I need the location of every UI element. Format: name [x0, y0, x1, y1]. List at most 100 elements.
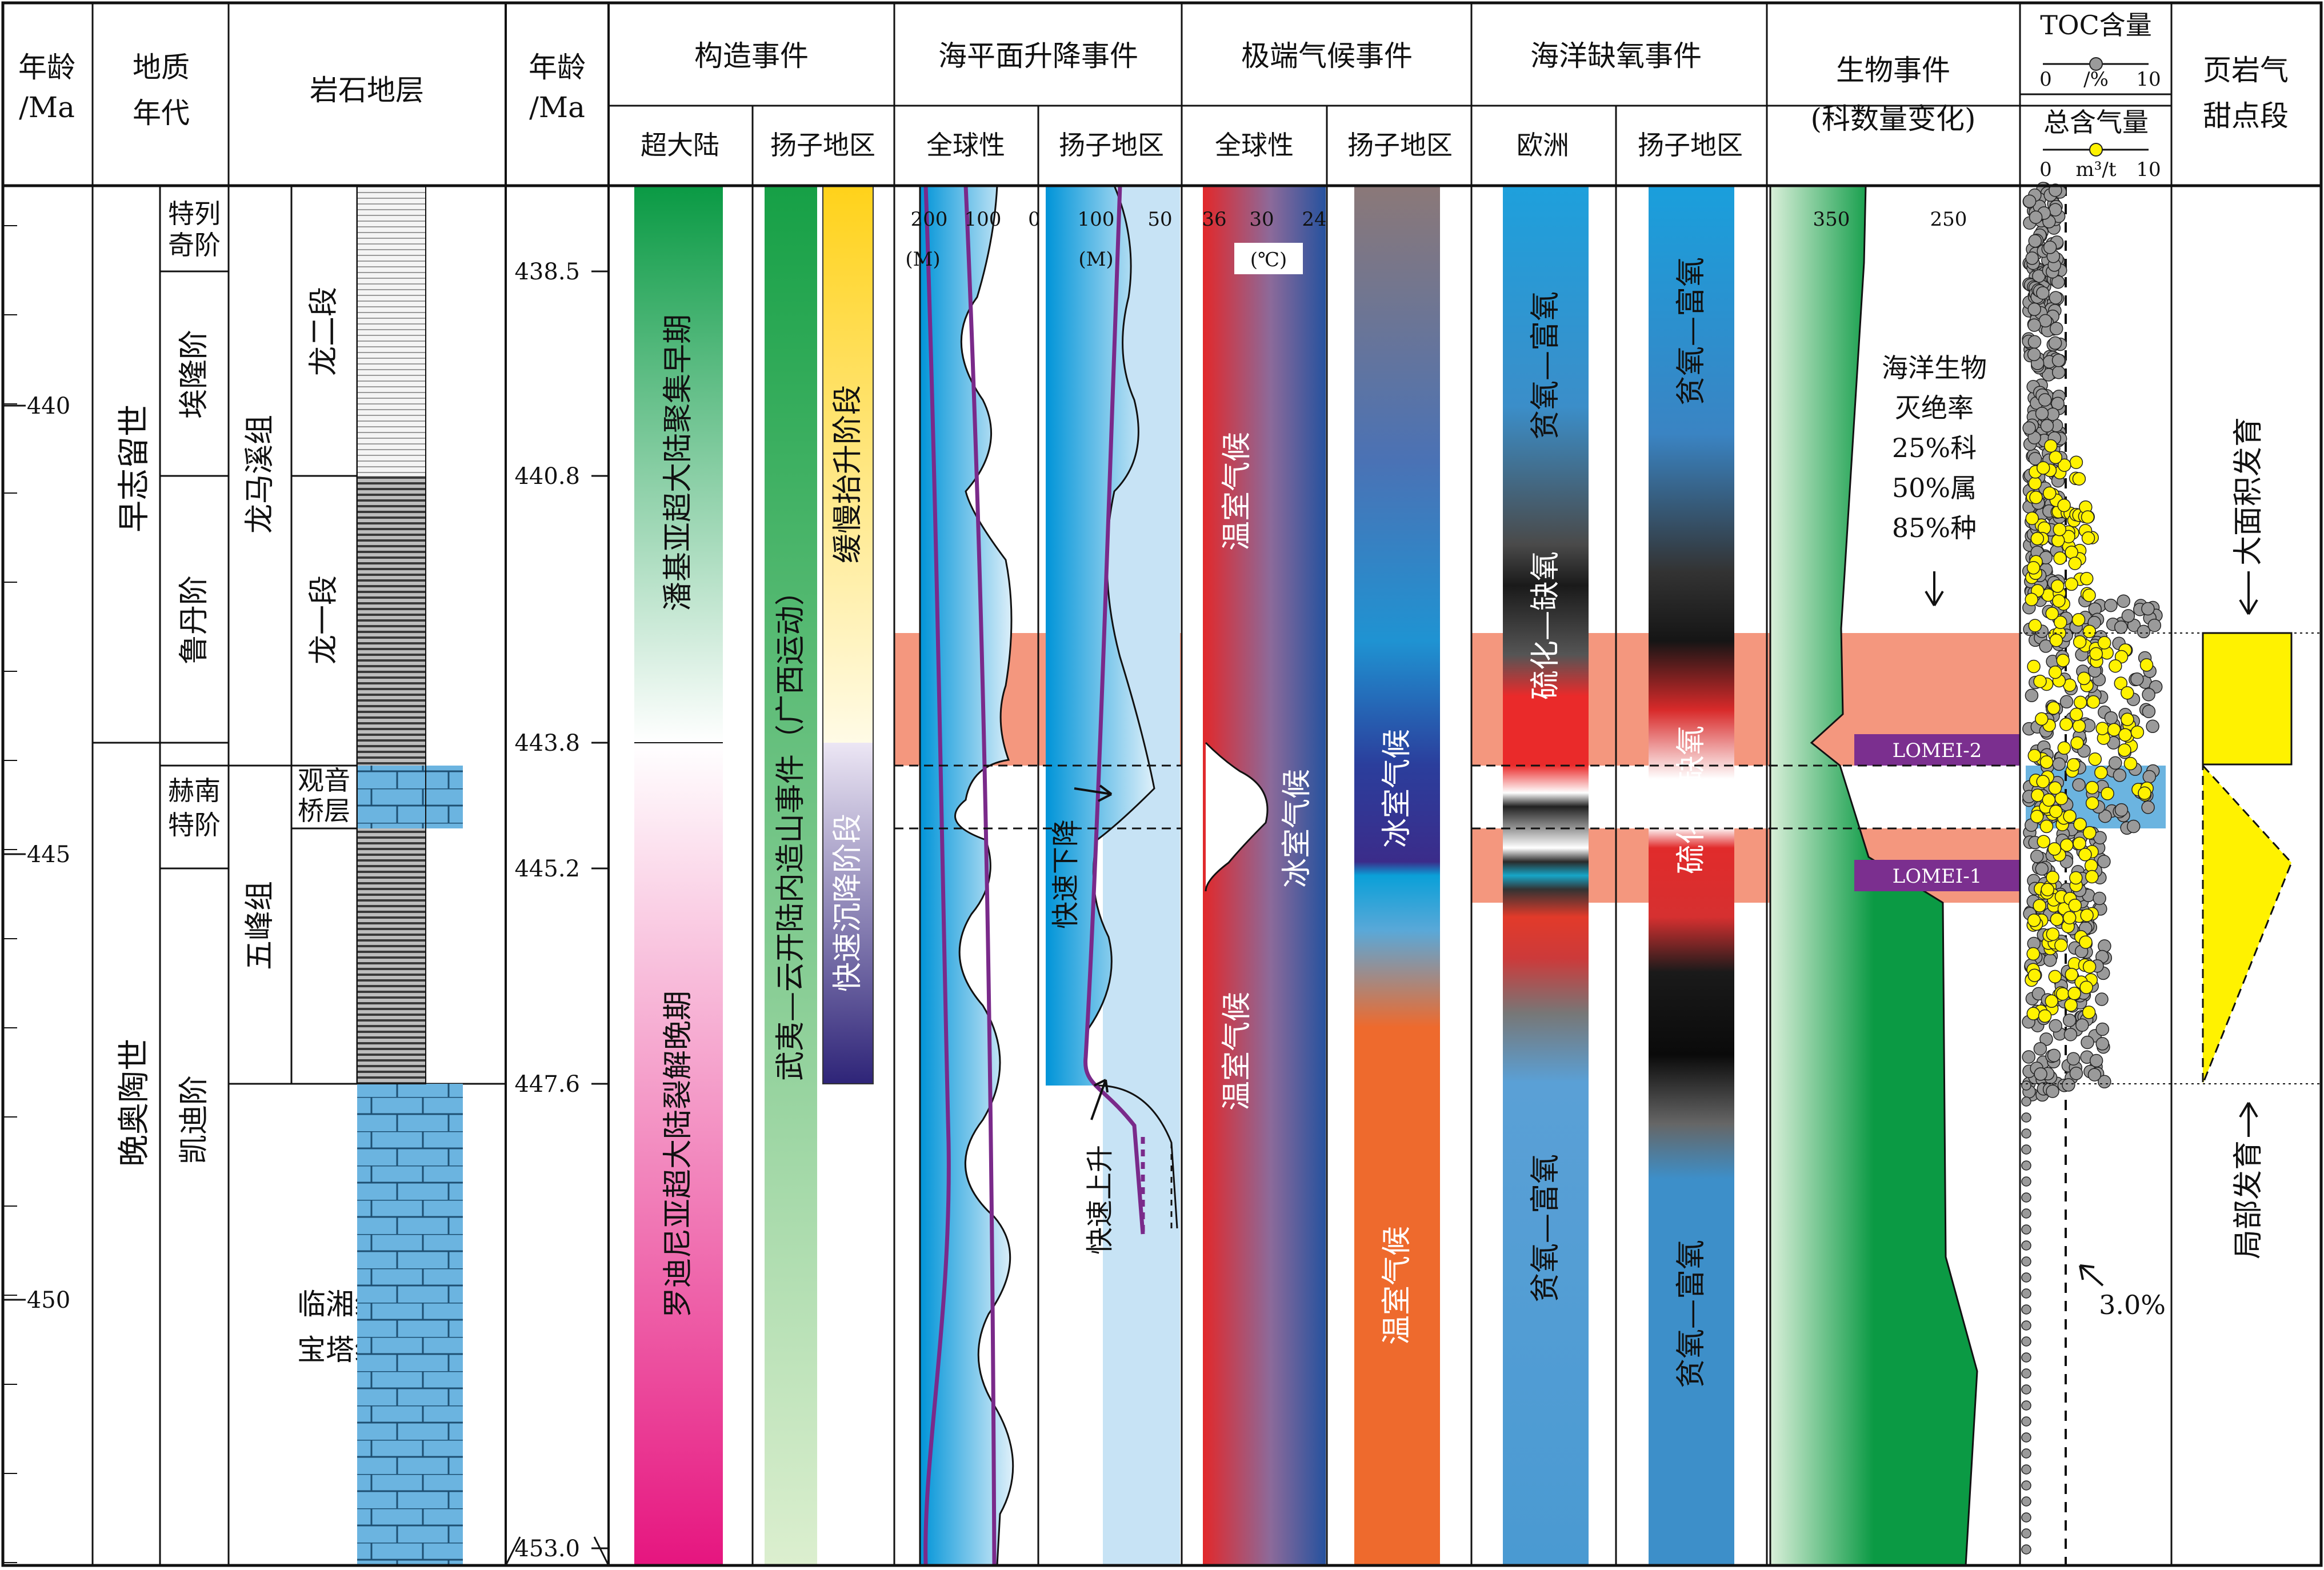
toc-threshold-label: 3.0% — [2099, 1289, 2166, 1320]
long1-label: 龙一段 — [307, 575, 341, 664]
toc-dot — [2095, 1022, 2110, 1036]
tectonic-sub-supercontinent: 超大陆 — [641, 130, 719, 161]
gas-dot — [2077, 671, 2091, 686]
climate-axis-label: 30 — [1249, 208, 1274, 231]
yangtze-anoxia-mid: 硫化—缺氧 — [1674, 726, 1709, 874]
gas-dot — [2078, 848, 2092, 862]
global-sealevel-curve — [919, 185, 1014, 1567]
fast-rise-label: 快速上升 — [1084, 1145, 1116, 1255]
gas-dot — [2073, 635, 2087, 649]
gas-dot — [2069, 455, 2083, 469]
extinction-text: 25%科 — [1892, 432, 1977, 463]
toc-dot — [2049, 203, 2062, 217]
toc-dot — [2036, 286, 2050, 300]
toc-dot-low — [2021, 1128, 2031, 1139]
toc-dot — [2025, 251, 2039, 265]
toc-dot — [2137, 624, 2151, 639]
gas-dot — [2046, 871, 2059, 884]
toc-dot — [2146, 719, 2159, 734]
left-tick-label: 440 — [27, 393, 70, 419]
gas-dot — [2069, 707, 2083, 722]
toc-dot-low — [2021, 1160, 2031, 1171]
gas-dot — [2121, 712, 2134, 726]
gas-dot — [2037, 835, 2051, 848]
gas-dot — [2097, 636, 2111, 650]
sweet-large-label: 大面积发育 — [2231, 417, 2266, 566]
gas-dot — [2118, 728, 2132, 742]
gas-dot — [2046, 927, 2060, 941]
toc-dot — [2030, 850, 2044, 863]
gas-dot — [2049, 804, 2063, 818]
gas-dot — [2088, 752, 2102, 766]
toc-dot — [2117, 594, 2130, 608]
lithology-long2 — [357, 186, 426, 476]
greenhouse-global-2: 温室气候 — [1220, 992, 1254, 1111]
gas-dot — [2139, 658, 2154, 672]
climate-notch-outline — [1205, 742, 1269, 892]
extinction-text: 85%种 — [1892, 512, 1977, 543]
gas-dot — [2072, 472, 2086, 486]
sealevel-global-axis-label: 200 — [911, 208, 948, 231]
toc-dot-low — [2021, 1224, 2031, 1235]
sealevel-global-unit: (M) — [905, 248, 940, 271]
gas-dot — [2026, 1007, 2041, 1020]
bio-axis-250: 250 — [1930, 208, 1967, 231]
anoxia-europe-bar — [1503, 186, 1589, 1565]
gas-dot — [2049, 450, 2063, 464]
gas-dot — [2065, 545, 2078, 559]
sealevel-header: 海平面升降事件 — [938, 39, 1138, 73]
toc-dot — [2035, 407, 2049, 420]
gas-dot — [2123, 756, 2138, 771]
gas-dot — [2073, 818, 2087, 831]
gas-dot — [2054, 615, 2067, 629]
gas-dot — [2054, 938, 2068, 952]
toc-dot — [2081, 1035, 2094, 1050]
toc-dot — [2051, 354, 2066, 367]
toc-dot — [2022, 194, 2037, 209]
right-tick-label: 447.6 — [514, 1071, 580, 1098]
toc-dot — [2033, 1042, 2047, 1056]
sealevel-global-axis-label: 100 — [965, 208, 1002, 231]
gas-dot — [2058, 458, 2071, 472]
gas-dot — [2028, 619, 2042, 632]
sealevel-yangtze-unit: (M) — [1078, 248, 1113, 271]
toc-dot — [2043, 953, 2057, 967]
age-header-1: 年龄 — [18, 51, 75, 84]
climate-axis-label: 36 — [1202, 208, 1226, 231]
left-tick-label: 450 — [27, 1287, 70, 1313]
lomei-2-box — [1854, 734, 2020, 766]
toc-dot — [2098, 809, 2112, 823]
toc-dot — [2109, 756, 2122, 770]
gas-dot — [2072, 719, 2086, 733]
gas-dot — [2082, 960, 2097, 974]
geo-age-header-1: 地质 — [133, 51, 190, 84]
gas-dot — [2057, 498, 2071, 512]
long2-label: 龙二段 — [307, 287, 341, 376]
rhuddanian-label: 鲁丹阶 — [177, 575, 211, 664]
guanyinqiao-label-1: 观音 — [298, 765, 350, 796]
gas-dot — [2027, 968, 2042, 982]
climate-unit-box — [1234, 243, 1303, 274]
europe-anoxia-top: 贫氧—富氧 — [1529, 291, 1563, 440]
gas-dot — [2055, 987, 2070, 1001]
gas-dot — [2033, 674, 2047, 688]
slow-uplift-bar — [823, 186, 873, 743]
toc-dot — [2063, 1027, 2078, 1042]
gas-dot — [2025, 592, 2038, 606]
climate-global-fill — [1203, 186, 1326, 1565]
toc-dot — [2046, 1084, 2059, 1098]
toc-dot — [2104, 711, 2118, 725]
lithology-long1 — [357, 476, 426, 766]
toc-dot-low — [2021, 1288, 2031, 1299]
sealevel-sub-global: 全球性 — [926, 130, 1005, 161]
gas-dot — [2084, 859, 2098, 872]
climate-axis-label: 24 — [1302, 208, 1326, 231]
toc-legend-dot — [2089, 57, 2103, 71]
toc-dot — [2022, 1050, 2035, 1064]
toc-dot-low — [2021, 1368, 2031, 1379]
toc-dot — [2121, 609, 2135, 623]
gas-dot — [2066, 758, 2081, 772]
icehouse-yangtze: 冰室气候 — [1380, 729, 1414, 848]
anoxia-sub-yangtze: 扬子地区 — [1638, 130, 1743, 161]
